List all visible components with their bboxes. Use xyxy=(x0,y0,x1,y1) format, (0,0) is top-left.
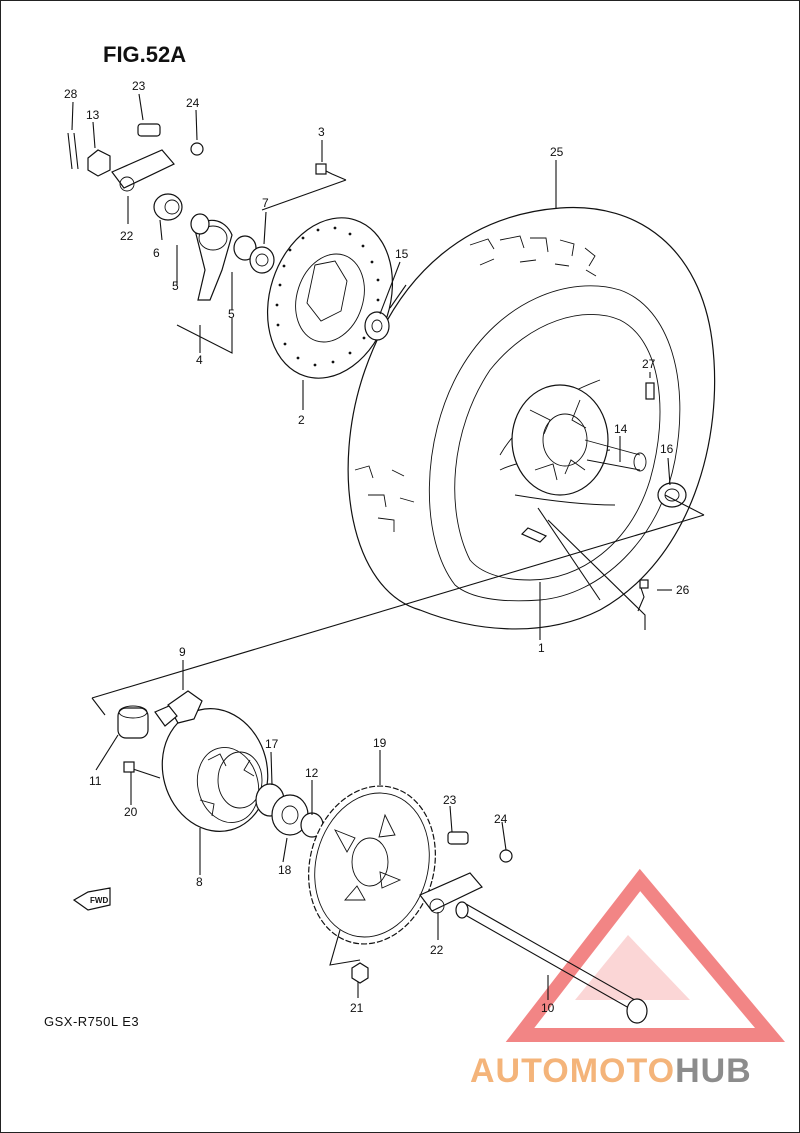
callout-24a: 24 xyxy=(186,96,200,110)
caliper-bracket-drawing xyxy=(153,193,275,301)
watermark-text-prefix: AUTOMOTO xyxy=(470,1052,675,1090)
callout-18: 18 xyxy=(278,863,292,877)
callout-16: 16 xyxy=(660,442,674,456)
callout-24b: 24 xyxy=(494,812,508,826)
callout-1: 1 xyxy=(538,641,545,655)
wheel-assembly-drawing xyxy=(347,206,716,630)
tire-valve-drawing xyxy=(637,579,649,612)
rear-sprocket-drawing xyxy=(308,785,436,984)
callout-5b: 5 xyxy=(228,307,235,321)
model-code: GSX-R750L E3 xyxy=(44,1014,139,1029)
watermark-text-suffix: HUB xyxy=(675,1052,752,1090)
callout-17: 17 xyxy=(265,737,279,751)
chain-adjuster-upper-drawing xyxy=(67,123,204,192)
callout-21: 21 xyxy=(350,1001,364,1015)
callout-23a: 23 xyxy=(132,79,146,93)
callout-4: 4 xyxy=(196,353,203,367)
callout-14: 14 xyxy=(614,422,628,436)
callout-12: 12 xyxy=(305,766,319,780)
callout-13: 13 xyxy=(86,108,100,122)
callout-11: 11 xyxy=(89,774,102,788)
fwd-arrow-icon: FWD xyxy=(72,887,111,911)
callout-28: 28 xyxy=(64,87,78,101)
callout-9: 9 xyxy=(179,645,186,659)
callout-3: 3 xyxy=(318,125,325,139)
callout-26: 26 xyxy=(676,583,690,597)
callout-10: 10 xyxy=(541,1001,555,1015)
callout-5a: 5 xyxy=(172,279,179,293)
callouts: 1 2 3 4 5 5 6 7 8 9 10 11 12 13 14 15 16… xyxy=(64,79,690,1015)
callout-15: 15 xyxy=(395,247,409,261)
automotohub-logo-icon xyxy=(505,868,786,1042)
sprocket-carrier-drawing xyxy=(117,690,324,838)
callout-7: 7 xyxy=(262,196,269,210)
callout-27: 27 xyxy=(642,357,656,371)
callout-25: 25 xyxy=(550,145,564,159)
leader-lines xyxy=(71,93,672,1000)
rear-axle-drawing xyxy=(419,831,648,1024)
svg-text:AUTOMOTOHUB: AUTOMOTOHUB xyxy=(470,1052,752,1090)
fwd-label: FWD xyxy=(90,896,108,905)
callout-20: 20 xyxy=(124,805,138,819)
callout-22b: 22 xyxy=(430,943,444,957)
callout-23b: 23 xyxy=(443,793,457,807)
brake-disc-drawing xyxy=(266,163,394,379)
callout-2: 2 xyxy=(298,413,305,427)
callout-6: 6 xyxy=(153,246,160,260)
figure-title: FIG.52A xyxy=(103,42,186,67)
callout-19: 19 xyxy=(373,736,387,750)
callout-22a: 22 xyxy=(120,229,134,243)
callout-8: 8 xyxy=(196,875,203,889)
